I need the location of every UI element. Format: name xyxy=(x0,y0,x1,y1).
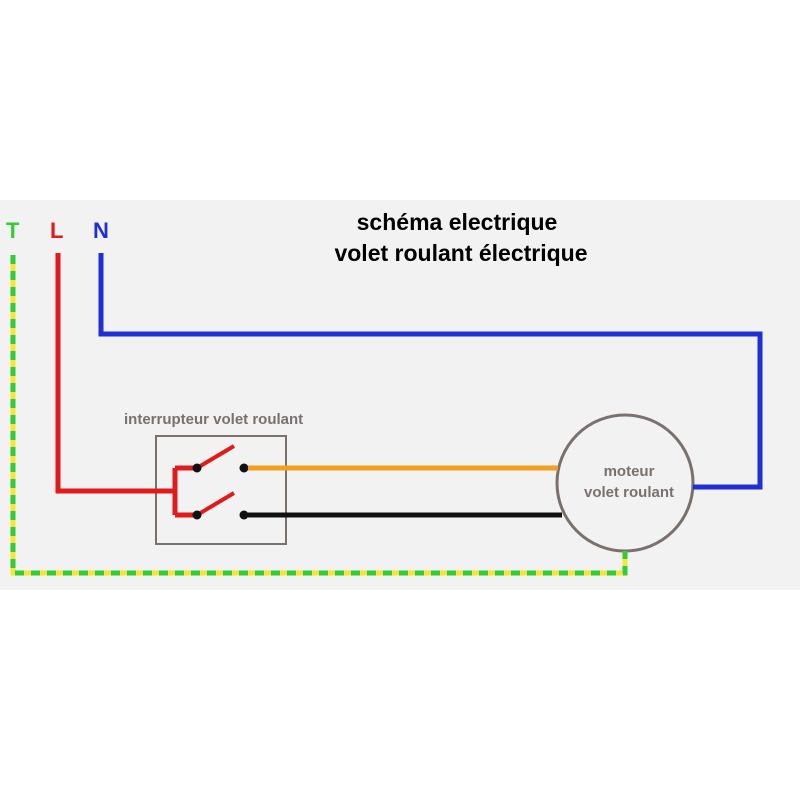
switch-terminal-down xyxy=(239,510,249,520)
switch-pivot-up xyxy=(192,463,202,473)
switch-label: interrupteur volet roulant xyxy=(124,411,304,428)
switch-contact-down xyxy=(195,491,236,517)
live-wire xyxy=(55,253,175,494)
diagram-title-line-1: schéma electrique xyxy=(356,209,558,235)
motor-label-line-2: volet roulant xyxy=(583,484,674,501)
diagram-title-line-2: volet roulant électrique xyxy=(334,240,588,266)
motor-circle xyxy=(555,413,695,553)
motor-label-line-1: moteur xyxy=(603,463,655,480)
neutral-wire xyxy=(98,253,763,490)
switch-contact-up xyxy=(195,444,236,470)
terminal-label-earth: T xyxy=(6,218,20,243)
terminal-label-neutral: N xyxy=(93,218,109,243)
earth-wire xyxy=(10,255,628,576)
switch-pivot-down xyxy=(192,510,202,520)
terminal-label-live: L xyxy=(50,218,64,243)
switch-terminal-up xyxy=(239,463,249,473)
